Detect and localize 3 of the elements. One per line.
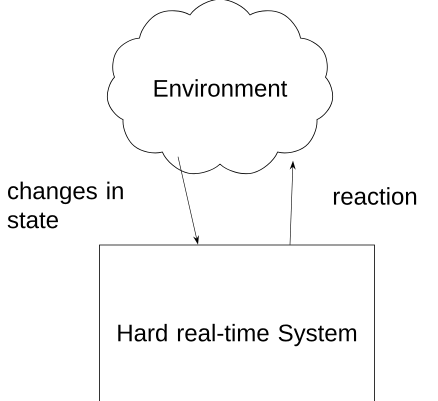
edge-label: changes in state (8, 182, 123, 228)
system-box: Hard real-time System (99, 244, 375, 401)
edge-label: reaction (334, 187, 416, 205)
